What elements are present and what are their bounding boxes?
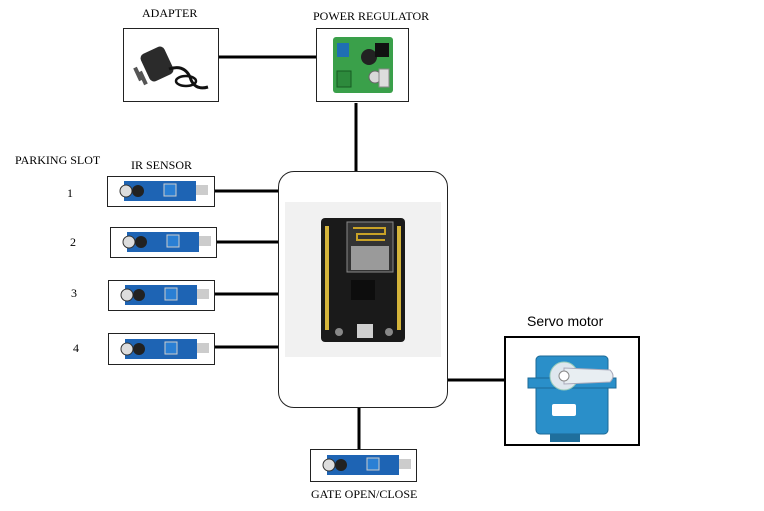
ir-sensor-icon [120,339,209,359]
controller-box [278,171,448,408]
ir-sensor-3 [108,280,215,311]
slot-number-4: 4 [73,341,79,355]
controller-image-panel [285,202,441,357]
gate-label: GATE OPEN/CLOSE [311,487,418,501]
slot-number-1: 1 [67,186,73,200]
ir-sensor-icon [119,181,208,201]
power-regulator-box [316,28,409,102]
servo-motor-icon [527,355,617,442]
power-regulator-label: POWER REGULATOR [313,9,430,23]
slot-number-2: 2 [70,235,76,249]
nodemcu-board-icon [321,218,405,342]
slot-number-3: 3 [71,286,77,300]
ir-sensor-label: IR SENSOR [131,158,193,172]
servo-motor-box [504,336,640,446]
ir-sensor-1 [107,176,215,207]
adapter-box [123,28,219,102]
servo-motor-label: Servo motor [527,313,604,329]
adapter-label: ADAPTER [142,6,198,20]
parking-slot-label: PARKING SLOT [15,153,101,167]
ir-sensor-4 [108,333,215,365]
ir-sensor-2 [110,227,217,258]
adapter-icon [133,46,209,90]
regulator-board-icon [333,37,393,93]
ir-sensor-icon [122,232,211,252]
ir-sensor-icon [120,285,209,305]
gate-sensor-box [310,449,417,482]
ir-sensor-icon [322,455,411,475]
